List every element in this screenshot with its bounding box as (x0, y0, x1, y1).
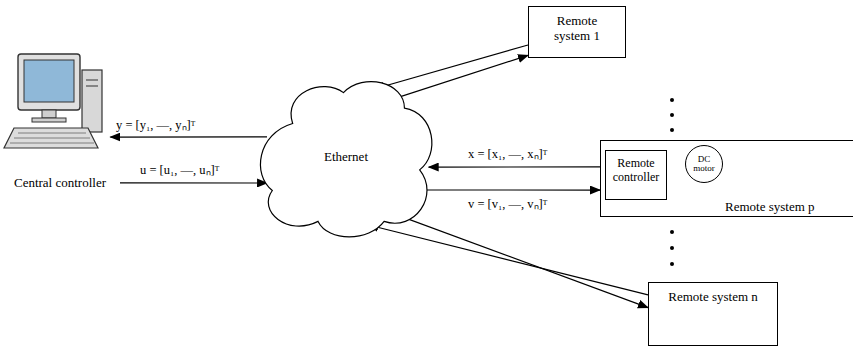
node-label: Remote system p (725, 200, 815, 215)
motor-circle: DC motor (685, 145, 723, 183)
signal-arrow (429, 166, 600, 167)
signal-vector: u = [u₁, —, uₙ]ᵀ (138, 161, 221, 178)
computer-icon (0, 48, 120, 158)
signal-vector: v = [v₁, —, vₙ]ᵀ (466, 195, 549, 212)
system-box: Remote system p Remote controller DC motor (600, 140, 853, 217)
node-label: Ethernet (252, 150, 440, 165)
signal-arrow (120, 182, 267, 183)
node-label: DC motor (686, 155, 722, 174)
node-label: Remote system 1 (529, 7, 625, 51)
signal-vector: y = [y₁, —, yₙ]ᵀ (114, 116, 197, 133)
signal-arrow (369, 225, 648, 295)
node-label: Central controller (0, 176, 120, 191)
controller-box: Remote controller (605, 150, 667, 200)
node-label: Remote controller (606, 151, 666, 191)
computer-station: Central controller (0, 48, 120, 193)
node-label: Remote system n (649, 283, 777, 312)
signal-arrow (374, 45, 528, 89)
signal-arrow (427, 189, 600, 190)
signal-arrow (110, 136, 267, 137)
signal-arrow (387, 211, 648, 307)
system-box: Remote system 1 (528, 6, 626, 58)
signal-arrow (387, 55, 528, 101)
signal-vector: x = [x₁, —, xₙ]ᵀ (466, 145, 549, 162)
network-cloud: Ethernet (252, 72, 440, 242)
system-box: Remote system n (648, 282, 778, 346)
